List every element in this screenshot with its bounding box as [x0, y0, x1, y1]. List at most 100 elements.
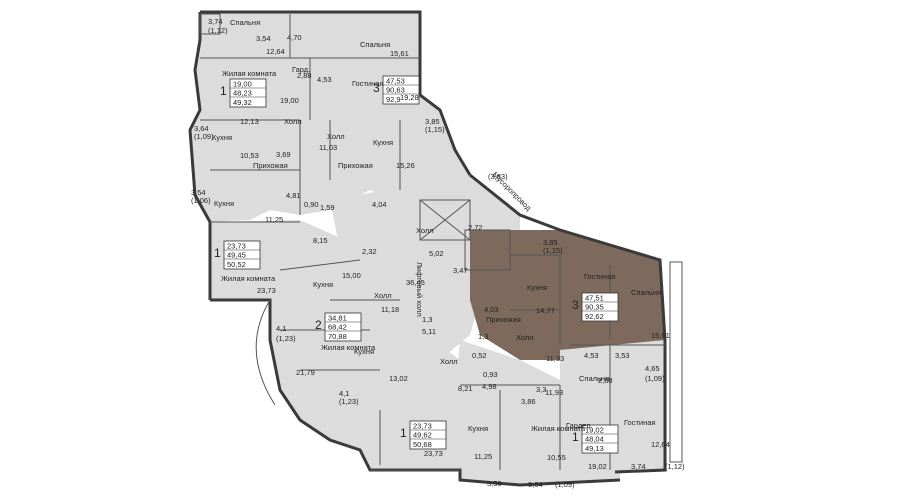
area-label: 36,45 — [406, 278, 425, 287]
area-label: 3,85 — [543, 238, 558, 247]
room-label: Гостиная — [624, 418, 655, 427]
apartment-living: 47,51 — [585, 294, 604, 303]
room-label: Кухня — [212, 133, 232, 142]
extra-label: (3,83) — [488, 172, 508, 181]
room-label: Гард. — [292, 65, 310, 74]
apartment-rooms: 1 — [220, 84, 227, 98]
area-label: 1,3 — [422, 315, 432, 324]
area-label: 4,98 — [482, 382, 497, 391]
area-label: 13,02 — [389, 374, 408, 383]
apartment-rooms: 3 — [373, 81, 380, 95]
area-label: 12,64 — [651, 440, 670, 449]
area-label: 0,52 — [472, 351, 487, 360]
area-label: 15,61 — [390, 49, 409, 58]
area-label: 11,18 — [381, 305, 399, 314]
area-label: 1,59 — [320, 203, 335, 212]
room-label: Жилая комната — [531, 424, 586, 433]
apartment-living: 34,81 — [328, 314, 347, 323]
area-label: 3,53 — [615, 351, 630, 360]
room-label: Спальня — [360, 40, 390, 49]
apartment-rooms: 2 — [315, 318, 322, 332]
room-label: Кухня — [468, 424, 488, 433]
apartment-area: 50,52 — [227, 260, 246, 269]
room-label: Спальня — [579, 374, 609, 383]
area-label: 11,03 — [319, 143, 337, 152]
room-label: Холл — [374, 291, 392, 300]
room-label: Спальня — [631, 288, 661, 297]
walls — [188, 10, 683, 487]
room-label: Гостиная — [584, 272, 615, 281]
extra-label: 19,28 — [400, 93, 419, 102]
area-label: (1,09) — [194, 132, 214, 141]
area-label: 11,25 — [265, 215, 283, 224]
area-label: 4,65 — [645, 364, 660, 373]
apartment-total: 90,63 — [386, 86, 405, 95]
room-label: Жилая комната — [221, 274, 276, 283]
area-label: (1,06) — [191, 196, 211, 205]
area-label: (1,15) — [543, 246, 563, 255]
room-label: Кухня — [527, 283, 547, 292]
area-label: 4,53 — [317, 75, 332, 84]
area-label: 12,13 — [240, 117, 259, 126]
area-label: 11,93 — [545, 388, 563, 397]
apartment-total: 90,35 — [585, 303, 604, 312]
area-label: 4,04 — [372, 200, 387, 209]
area-label: 4,81 — [286, 191, 301, 200]
area-label: 3,47 — [453, 266, 468, 275]
area-label: 14,77 — [536, 306, 555, 315]
area-label: 11,33 — [546, 354, 564, 363]
area-label: (1,15) — [425, 125, 445, 134]
area-label: 2,72 — [468, 223, 483, 232]
area-label: 3,74 — [631, 462, 646, 471]
apartment-total: 49,45 — [227, 251, 246, 260]
area-label: (1,12) — [665, 462, 685, 471]
area-label: 10,55 — [547, 453, 566, 462]
room-label: Холл — [516, 333, 534, 342]
apartment-total: 68,42 — [328, 323, 347, 332]
area-label: 15,00 — [342, 271, 361, 280]
apartment-area: 70,88 — [328, 332, 347, 341]
area-label: 23,73 — [424, 449, 443, 458]
area-label: 3,86 — [521, 397, 536, 406]
area-label: 3,56 — [487, 479, 502, 488]
area-label: 2,88 — [598, 376, 613, 385]
apartment-living: 23,73 — [227, 242, 246, 251]
area-label: 3,64 — [194, 124, 209, 133]
room-label: Прихожая — [338, 161, 373, 170]
apartment-area: 49,13 — [585, 444, 604, 453]
room-label: Спальня — [230, 18, 260, 27]
apartment-living: 19,02 — [585, 426, 604, 435]
apartment-rooms: 3 — [572, 298, 579, 312]
area-label: 21,79 — [296, 368, 315, 377]
room-label: Гардер. — [566, 421, 593, 430]
area-label: 10,53 — [240, 151, 259, 160]
area-label: 5,02 — [429, 249, 444, 258]
room-label: Гостиная — [352, 79, 383, 88]
room-label: Холл — [284, 117, 302, 126]
area-label: 12,64 — [266, 47, 285, 56]
area-label: (1,09) — [555, 480, 575, 489]
apartment-total: 49,62 — [413, 431, 432, 440]
area-label: 15,26 — [396, 161, 415, 170]
room-label: Холл — [416, 226, 434, 235]
room-label: Кухня — [373, 138, 393, 147]
area-label: (1,12) — [208, 26, 228, 35]
area-label: 1,3 — [478, 332, 488, 341]
room-label: Лифтовый холл — [415, 262, 424, 317]
area-label: 4,53 — [584, 351, 599, 360]
room-label: Кухня — [214, 199, 234, 208]
area-label: 4,70 — [287, 33, 302, 42]
area-label: 3,54 — [256, 34, 271, 43]
area-label: 3,85 — [425, 117, 440, 126]
apartment-rooms: 1 — [400, 426, 407, 440]
room-label: Жилая комната — [321, 343, 376, 352]
area-label: 3,3 — [536, 385, 546, 394]
area-label: (1,23) — [276, 334, 296, 343]
